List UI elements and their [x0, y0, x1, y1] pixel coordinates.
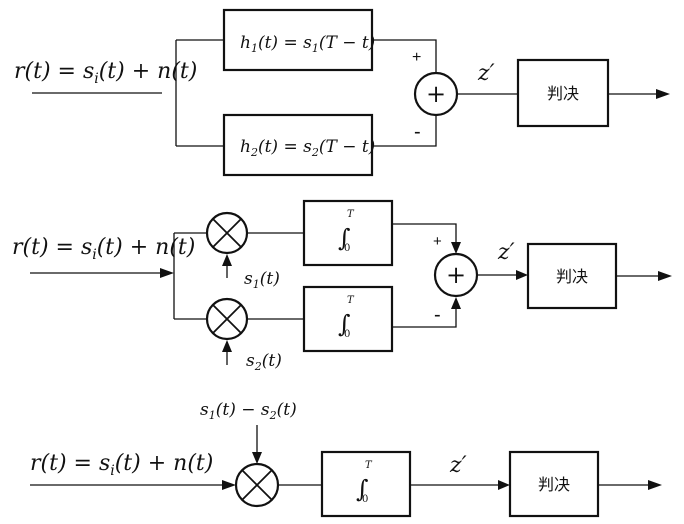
ref1-arrow [222, 254, 232, 266]
integral-sign-3: ∫ [356, 475, 369, 503]
upper-to-sum-line-1 [372, 39, 437, 72]
ref1-label: s1(t) [244, 269, 280, 291]
output-label-2: z′ [497, 240, 515, 265]
integrator-block-1 [302, 199, 394, 267]
integral-lower-2: 0 [344, 329, 350, 340]
plus-sign-1: + [412, 49, 421, 66]
input-signal-label-3: r(t) = si(t) + n(t) [30, 451, 213, 479]
filter1-label: h1(t) = s1(T − t) [240, 33, 375, 55]
input-signal-label-2: r(t) = si(t) + n(t) [12, 235, 195, 263]
minus-sign-2: - [434, 304, 441, 326]
multiplier-2-cross-b [212, 304, 242, 334]
summer-symbol-1: + [426, 80, 446, 108]
decision-label-2: 判决 [556, 267, 588, 286]
diagram-matched-filter: r(t) = si(t) + n(t) h1(t) = s1(T − t) h2… [14, 8, 670, 177]
output-arrow-1 [656, 89, 670, 99]
ref-diff-arrow [252, 452, 262, 464]
filter-block-1 [222, 8, 374, 72]
integral-upper-1: T [347, 209, 355, 220]
ref2-arrow [222, 340, 232, 352]
decision-block-1 [516, 58, 610, 128]
integral-upper-3: T [365, 460, 373, 471]
summer-symbol-2: + [446, 261, 466, 289]
decision-block-3 [508, 450, 600, 518]
integrator-block-2 [302, 285, 394, 353]
int-to-decision-arrow-3 [498, 480, 510, 490]
output-arrow-2 [658, 271, 672, 281]
output-label-3: z′ [449, 453, 467, 478]
lower-to-sum-line-1 [372, 116, 437, 147]
diagram-single-correlator: s1(t) − s2(t) r(t) = si(t) + n(t) ∫ T 0 … [30, 400, 662, 518]
int1-to-sum-arrow [451, 242, 461, 254]
filter2-label: h2(t) = s2(T − t) [240, 137, 375, 159]
plus-sign-2: + [433, 233, 442, 250]
output-label-1: z′ [477, 61, 495, 86]
integral-lower-3: 0 [362, 494, 368, 505]
output-arrow-3 [648, 480, 662, 490]
multiplier-1-cross-b [212, 218, 242, 248]
decision-label-3: 判决 [538, 475, 570, 494]
diagram-correlator: r(t) = si(t) + n(t) s1(t) s2(t) ∫ T 0 ∫ … [12, 199, 672, 373]
input-signal-label-1: r(t) = si(t) + n(t) [14, 59, 197, 87]
integral-upper-2: T [347, 295, 355, 306]
integrator-block-3 [320, 450, 412, 518]
input-arrow-3 [222, 480, 236, 490]
int2-to-sum-line [392, 307, 457, 328]
integral-sign-1: ∫ [338, 224, 351, 252]
filter-block-2 [222, 113, 374, 177]
int2-to-sum-arrow [451, 297, 461, 309]
multiplier-3-cross-b [241, 469, 273, 501]
input-arrow-2 [160, 268, 174, 278]
decision-label-1: 判决 [547, 84, 579, 103]
integral-sign-2: ∫ [338, 310, 351, 338]
sum-to-decision-arrow-2 [516, 270, 528, 280]
ref2-label: s2(t) [246, 351, 282, 373]
integral-lower-1: 0 [344, 243, 350, 254]
ref-diff-label: s1(t) − s2(t) [200, 400, 297, 422]
int1-to-sum-line [392, 223, 457, 245]
minus-sign-1: - [414, 121, 421, 143]
